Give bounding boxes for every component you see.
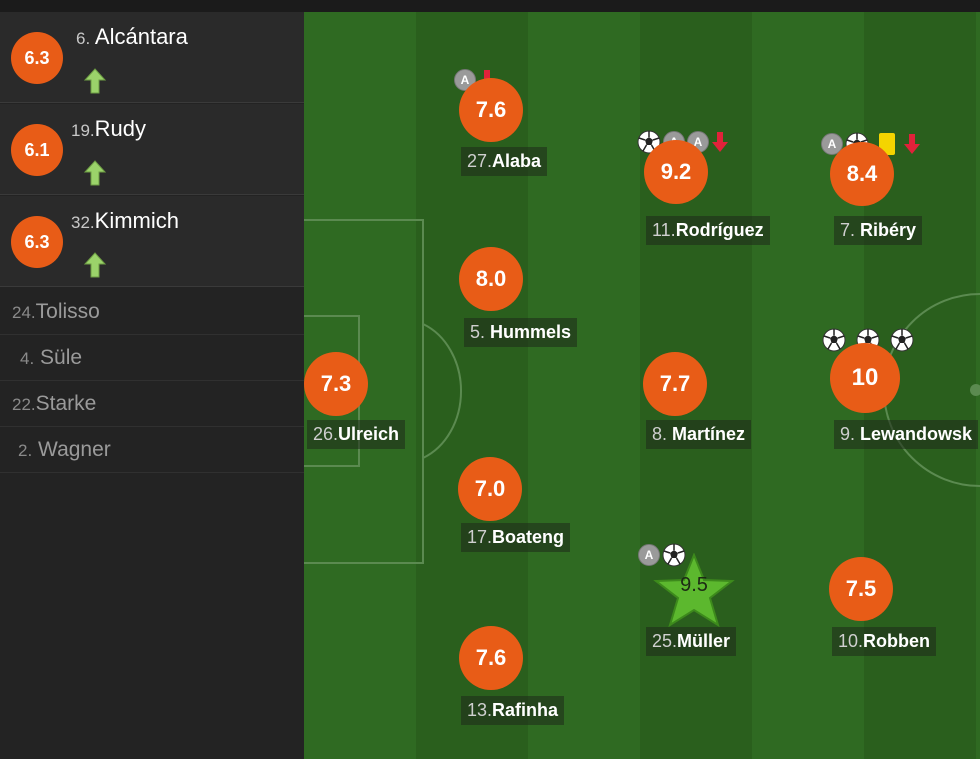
goal-ball-icon [662,543,686,567]
player-name: Hummels [490,322,572,342]
player-number: 8. [652,424,668,444]
substitute-row[interactable]: 6.3 6. Alcántara [0,12,304,103]
player-label: 13.Rafinha [461,696,565,725]
bench-row[interactable]: 22.Starke [0,381,304,427]
rating-badge: 7.3 [304,352,368,416]
player-name: Martínez [672,424,746,444]
substitutes-panel: 6.3 6. Alcántara 6.1 19.Rudy 6.3 32.Kimm… [0,12,304,759]
pitch: A 7.6 27.Alaba A A 9.2 11.Rodríguez A 8.… [304,12,980,759]
event-icons: A [638,543,686,567]
player-name: Robben [863,631,931,651]
player-number: 11. [652,220,676,240]
rating-badge: 7.7 [643,352,707,416]
player-number: 32.Kimmich [71,208,179,233]
sub-in-arrow-icon [83,160,107,186]
player-name: Starke [35,392,97,415]
player-name: Boateng [492,527,565,547]
player-number: 5. [470,322,486,342]
substitute-row[interactable]: 6.3 32.Kimmich [0,196,304,287]
player-label: 10.Robben [832,627,937,656]
top-bar [0,0,980,12]
rating-badge: 8.0 [459,247,523,311]
player-number: 7. [840,220,856,240]
player-label: 26.Ulreich [307,420,406,449]
player-name: Lewandowsk [860,424,973,444]
player-label: 8. Martínez [646,420,752,449]
player-label: 5. Hummels [464,318,578,347]
player-name: Müller [677,631,731,651]
bench-row[interactable]: 4. Süle [0,335,304,381]
player-number: 24. [12,303,36,322]
player-label: 17.Boateng [461,523,571,552]
player-name: Rodríguez [675,220,764,240]
player-label: 27.Alaba [461,147,548,176]
rating-badge: 7.6 [459,626,523,690]
bench-row[interactable]: 24.Tolisso [0,289,304,335]
player-number: 26. [313,424,339,444]
rating-badge: 7.6 [459,78,523,142]
man-of-the-match-star-icon [653,553,735,627]
rating-badge: 6.3 [11,216,63,268]
rating-badge: 7.0 [458,457,522,521]
sub-out-arrow-icon [904,134,920,154]
assist-icon: A [638,544,660,566]
rating-badge: 7.5 [829,557,893,621]
substitute-row[interactable]: 6.1 19.Rudy [0,104,304,195]
player-name: Rudy [94,116,146,141]
player-name: Wagner [38,438,111,461]
player-label: 25.Müller [646,627,737,656]
player-name: Alcántara [94,24,188,49]
rating-badge: 9.2 [644,140,708,204]
player-name: Süle [40,346,83,369]
player-number: 6. Alcántara [76,24,188,49]
bench-row[interactable]: 2. Wagner [0,427,304,473]
goal-ball-icon [890,328,914,352]
rating-badge: 6.3 [11,32,63,84]
player-number: 17. [467,527,493,547]
player-name: Alaba [492,151,542,171]
rating-badge: 8.4 [830,142,894,206]
goal-ball-icon [822,328,846,352]
player-name: Kimmich [94,208,179,233]
player-label: 7. Ribéry [834,216,923,245]
assist-icon: A [821,133,843,155]
player-name: Ulreich [338,424,400,444]
player-number: 22. [12,395,36,414]
player-number: 9. [840,424,856,444]
sub-in-arrow-icon [83,252,107,278]
player-number: 4. [20,349,35,368]
sub-in-arrow-icon [83,68,107,94]
player-name: Rafinha [492,700,559,720]
player-name: Ribéry [860,220,917,240]
rating-badge: 10 [830,343,900,413]
player-number: 27. [467,151,493,171]
rating-badge: 9.5 [680,574,708,596]
player-number: 19.Rudy [71,116,146,141]
player-number: 13. [467,700,493,720]
player-label: 11.Rodríguez [646,216,770,245]
player-label: 9. Lewandowsk [834,420,979,449]
player-number: 2. [18,441,33,460]
event-icons: A [821,132,921,156]
sub-out-arrow-icon [712,132,728,152]
player-name: Tolisso [35,300,100,323]
rating-badge: 6.1 [11,124,63,176]
player-number: 10. [838,631,864,651]
player-number: 25. [652,631,678,651]
